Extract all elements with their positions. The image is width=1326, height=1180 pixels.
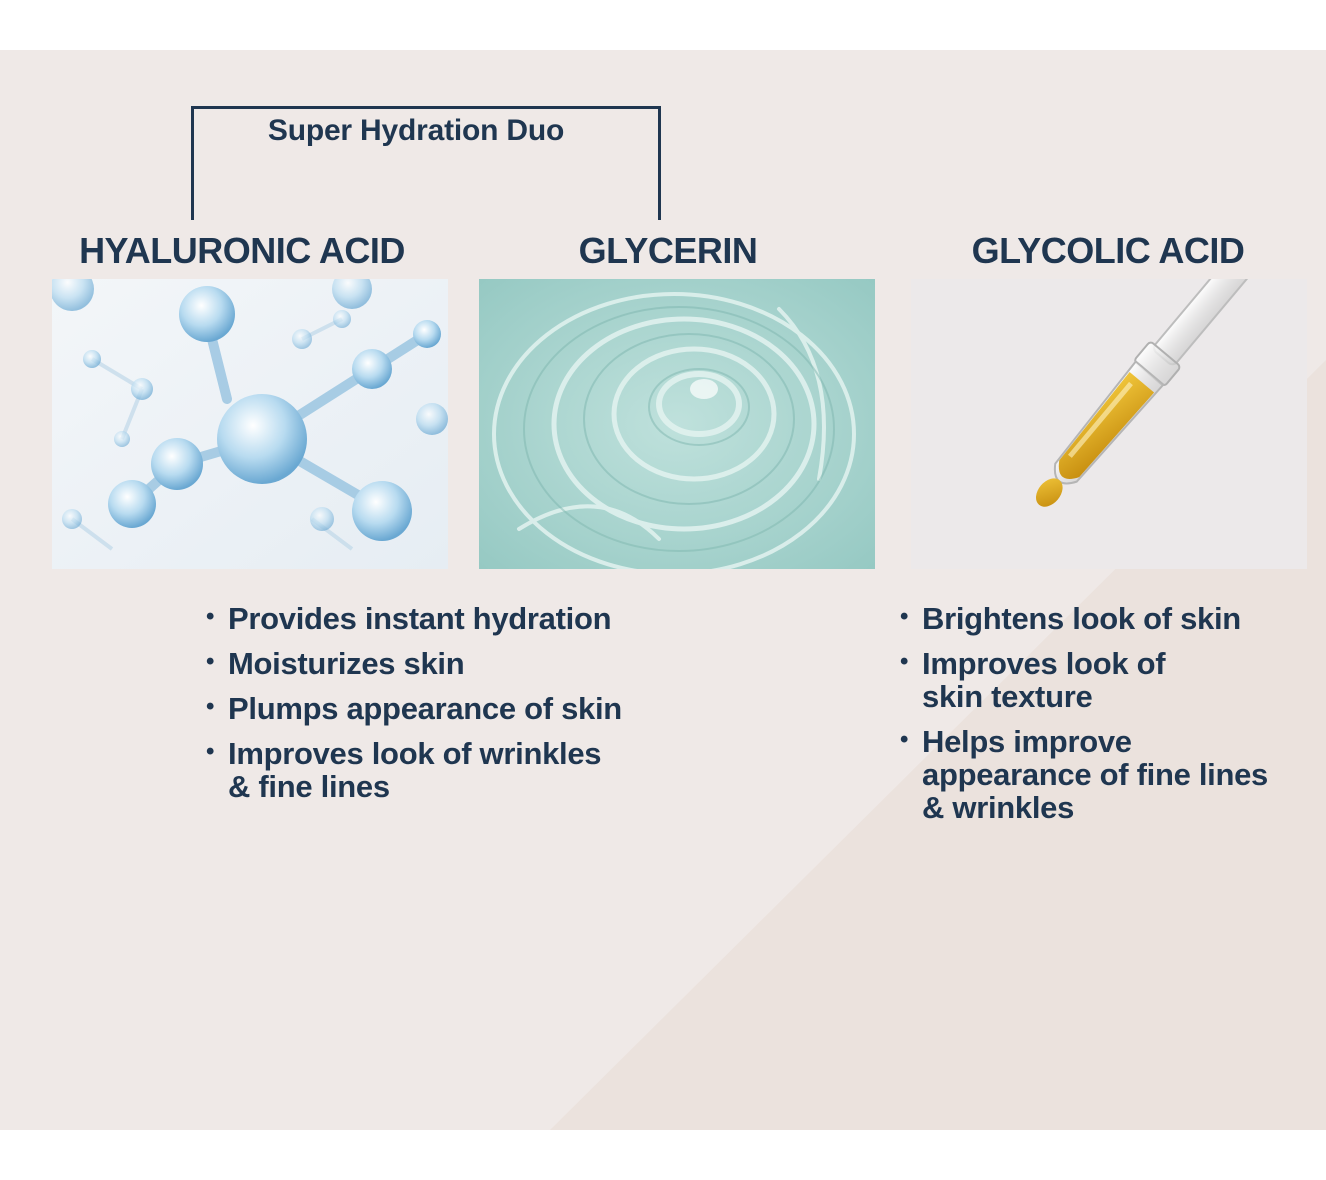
dropper-icon [911,279,1307,569]
list-item: Provides instant hydration [206,600,622,635]
glycolic-image [911,279,1307,569]
list-item: Brightens look of skin [900,600,1268,635]
hyaluronic-image [52,279,448,569]
list-item: Moisturizes skin [206,645,622,680]
duo-bracket [191,106,661,220]
molecule-icon [52,279,448,569]
list-item: Plumps appearance of skin [206,690,622,725]
glycerin-image [479,279,875,569]
ingredient-title-glycolic: GLYCOLIC ACID [971,230,1245,271]
ingredient-title-hyaluronic: HYALURONIC ACID [79,230,405,271]
duo-label: Super Hydration Duo [267,114,565,147]
ingredient-title-glycerin: GLYCERIN [578,230,758,271]
gel-swirl-icon [479,279,875,569]
list-item: Improves look of wrinkles& fine lines [206,735,622,803]
duo-benefits-list: Provides instant hydration Moisturizes s… [206,600,622,815]
glycolic-benefits-list: Brightens look of skin Improves look ofs… [900,600,1268,836]
